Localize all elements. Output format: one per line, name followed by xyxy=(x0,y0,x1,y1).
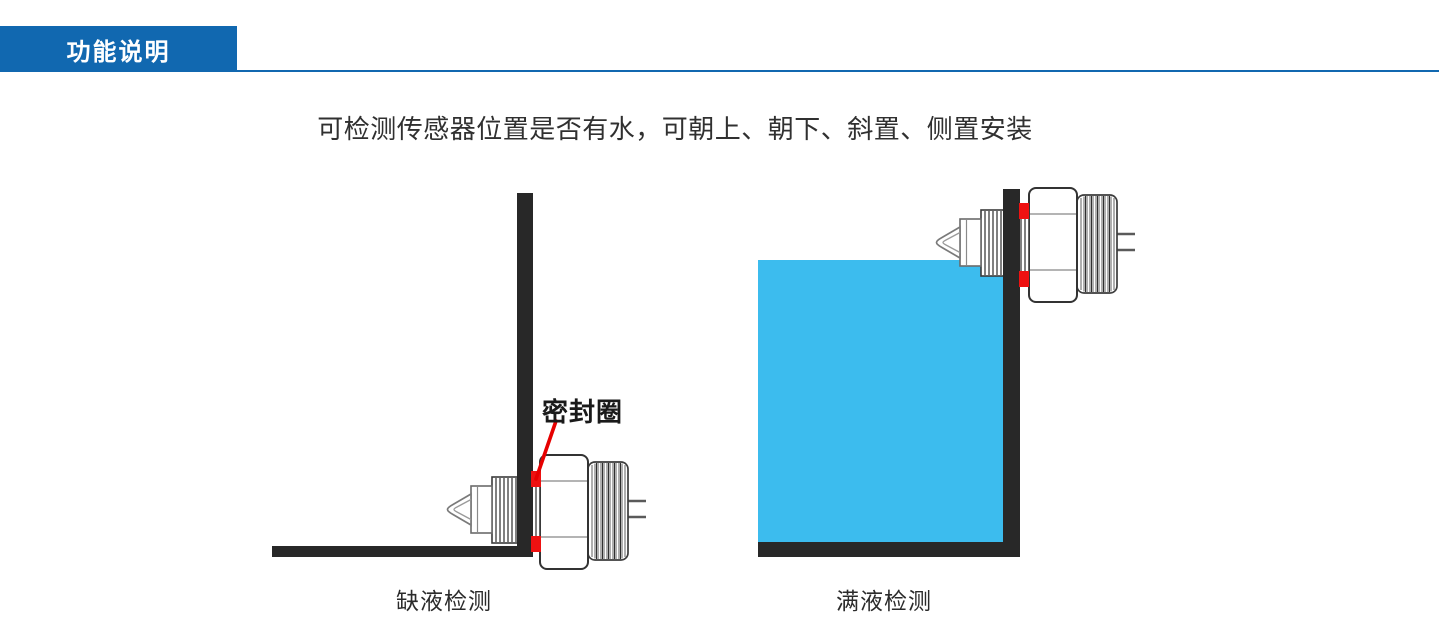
section-tab: 功能说明 xyxy=(0,26,237,72)
level-sensor-illustration xyxy=(935,187,1135,303)
intro-text: 可检测传感器位置是否有水，可朝上、朝下、斜置、侧置安装 xyxy=(317,114,1033,144)
tank-wall-bottom xyxy=(272,546,533,557)
tank-wall-bottom xyxy=(758,542,1020,557)
seal-ring-marker-bottom xyxy=(531,536,541,552)
seal-ring-marker-top xyxy=(1019,203,1029,219)
liquid-fill xyxy=(758,260,1005,542)
tank-wall-vertical xyxy=(517,193,533,557)
caption-full-detection: 满液检测 xyxy=(836,588,932,614)
seal-ring-marker-bottom xyxy=(1019,271,1029,287)
section-tab-label: 功能说明 xyxy=(66,38,171,66)
tank-wall-vertical xyxy=(1003,189,1020,557)
seal-ring-label: 密封圈 xyxy=(542,397,624,427)
seal-leader-line xyxy=(534,419,558,481)
caption-empty-detection: 缺液检测 xyxy=(396,588,492,614)
section-underline xyxy=(0,70,1439,72)
